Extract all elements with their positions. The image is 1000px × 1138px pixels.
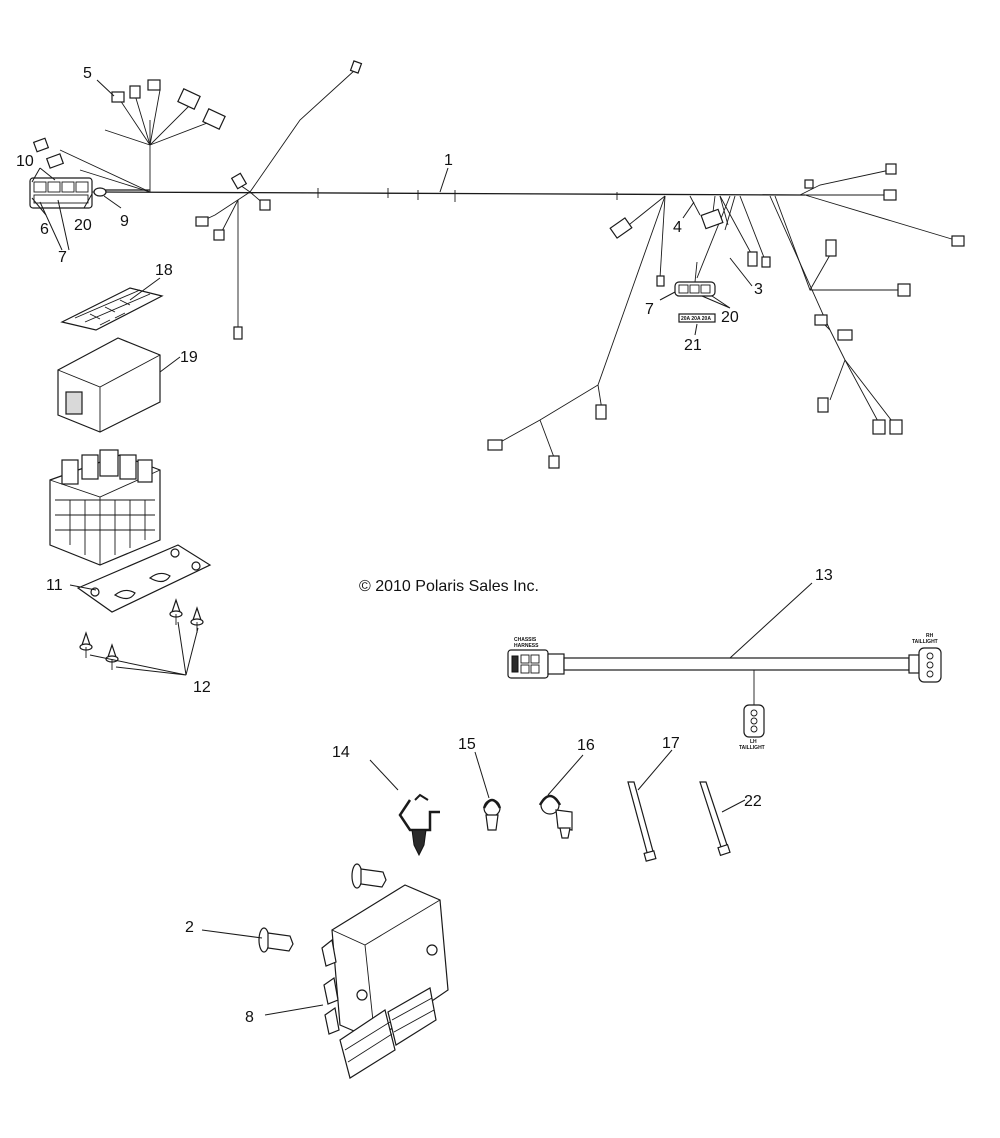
screws — [79, 598, 204, 670]
callout-18: 18 — [155, 262, 173, 279]
callout-6: 6 — [40, 221, 49, 238]
leader-lines — [31, 79, 813, 1016]
callout-7-right: 7 — [645, 301, 654, 318]
callout-5: 5 — [83, 65, 92, 82]
cable-clamp-16 — [538, 794, 573, 839]
rh-label-1: RH — [926, 633, 934, 639]
lh-label-2: TAILLIGHT — [739, 745, 765, 751]
chassis-label-1: CHASSIS — [514, 637, 537, 643]
callout-21: 21 — [684, 337, 702, 354]
push-rivets — [258, 863, 387, 953]
callout-9: 9 — [120, 213, 129, 230]
callout-19: 19 — [180, 349, 198, 366]
harness-clip — [398, 793, 440, 857]
callout-15: 15 — [458, 736, 476, 753]
callout-17: 17 — [662, 735, 680, 752]
lh-label-1: LH — [750, 739, 757, 745]
control-module — [321, 884, 449, 1079]
callout-22: 22 — [744, 793, 762, 810]
callout-7-left: 7 — [58, 249, 67, 266]
taillight-harness: CHASSIS HARNESS RH TAILLIGHT LH TAILLIGH… — [507, 633, 942, 751]
chassis-label-2: HARNESS — [514, 643, 539, 649]
main-harness: 20A 20A 20A — [32, 60, 965, 469]
callout-2: 2 — [185, 919, 194, 936]
callout-11: 11 — [46, 577, 63, 594]
fuse-box-assembly — [29, 177, 107, 209]
callout-20-right: 20 — [721, 309, 739, 326]
callout-3: 3 — [754, 281, 763, 298]
callout-14: 14 — [332, 744, 350, 761]
fuse-label-text: 20A 20A 20A — [681, 316, 711, 322]
callout-1: 1 — [444, 152, 453, 169]
copyright-text: © 2010 Polaris Sales Inc. — [359, 578, 539, 595]
callout-12: 12 — [193, 679, 211, 696]
cable-ties — [627, 781, 731, 862]
fuse-box-base — [49, 449, 161, 566]
fuse-label-sheet — [60, 287, 164, 331]
callout-8: 8 — [245, 1009, 254, 1026]
callout-20-left: 20 — [74, 217, 92, 234]
callout-16: 16 — [577, 737, 595, 754]
cable-clamp-15 — [482, 798, 502, 831]
callout-4: 4 — [673, 219, 682, 236]
fuse-box-cover — [57, 337, 161, 433]
callout-13: 13 — [815, 567, 833, 584]
mounting-plate — [76, 544, 212, 613]
callout-10: 10 — [16, 153, 34, 170]
rh-label-2: TAILLIGHT — [912, 639, 938, 645]
